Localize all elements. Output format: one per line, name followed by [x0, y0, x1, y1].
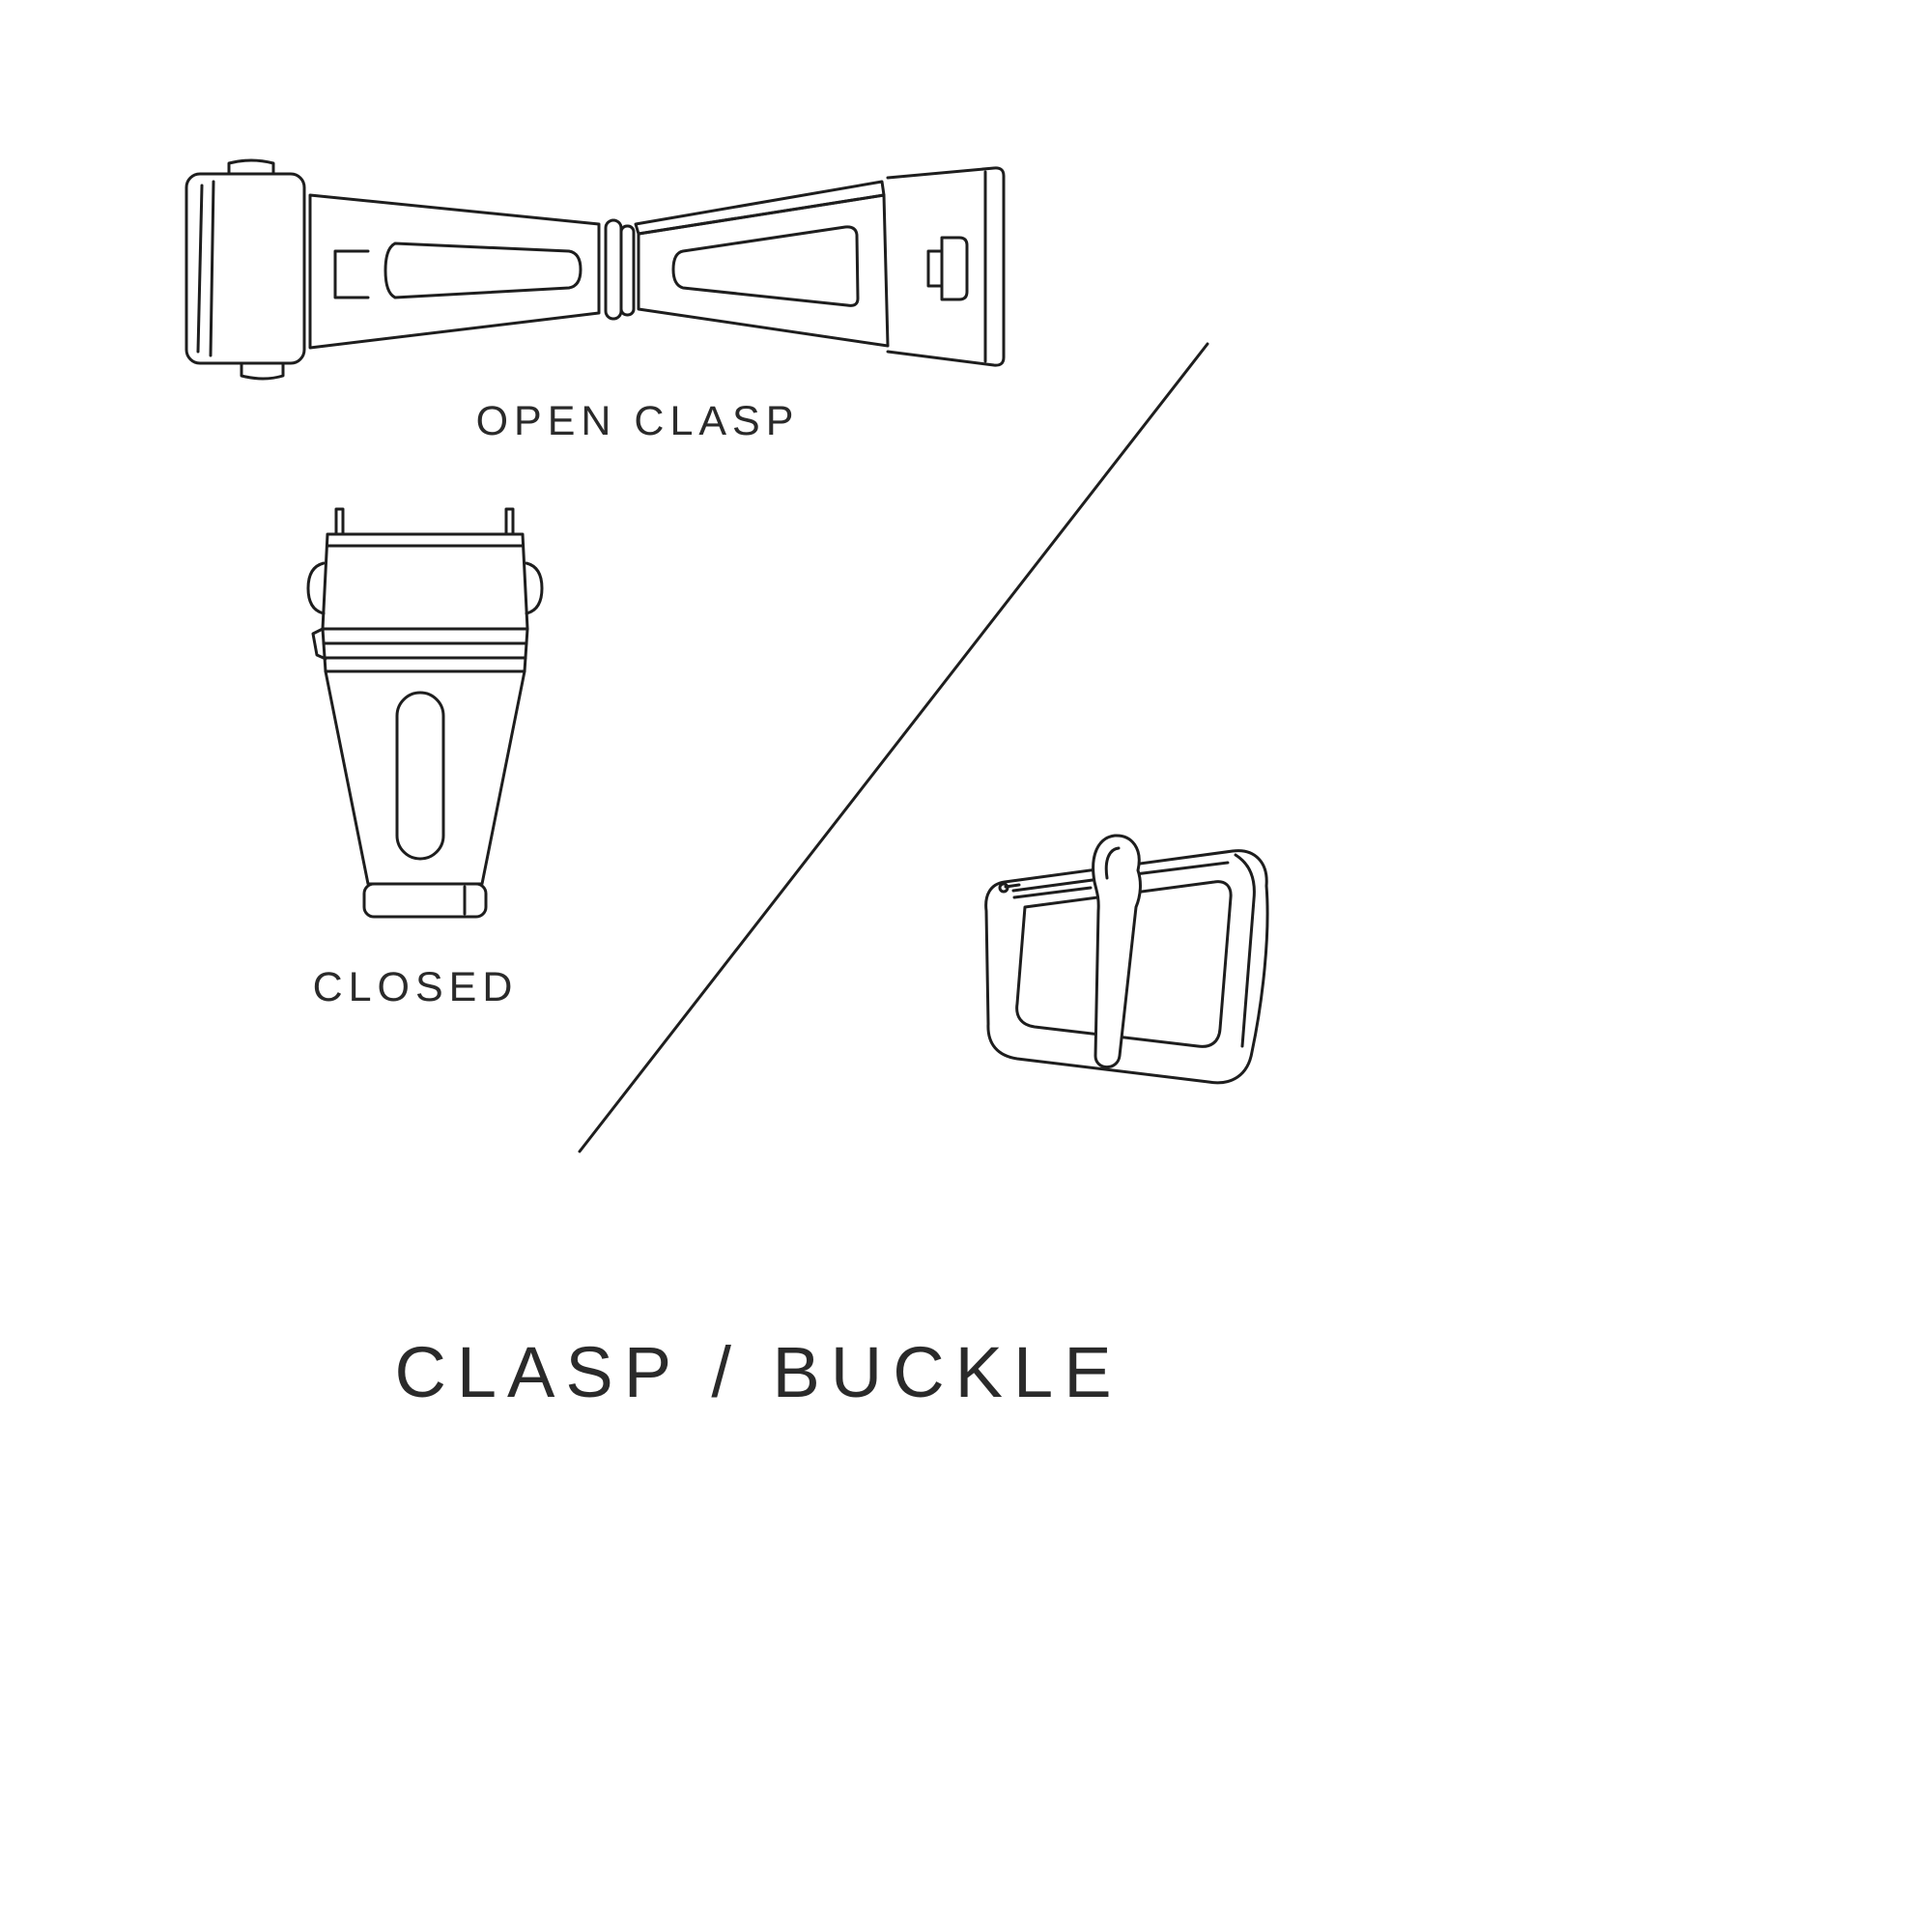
- open-clasp-label: OPEN CLASP: [475, 398, 800, 444]
- diagonal-divider-line: [575, 340, 1212, 1156]
- buckle-drawing: [961, 826, 1280, 1116]
- closed-clasp-drawing: [295, 507, 555, 937]
- closed-clasp-label: CLOSED: [312, 964, 519, 1010]
- page-title: CLASP / BUCKLE: [394, 1332, 1122, 1412]
- open-clasp-drawing: [169, 143, 1019, 394]
